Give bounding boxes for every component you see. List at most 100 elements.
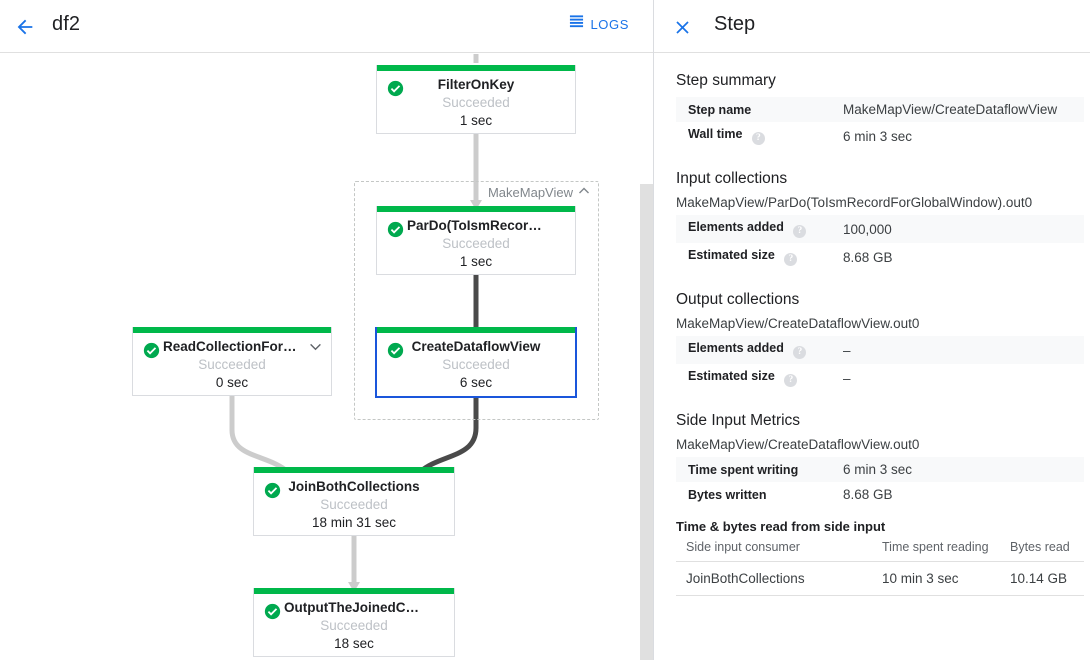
cell-side-input-consumer: JoinBothCollections xyxy=(676,561,882,596)
logs-button-label: LOGS xyxy=(590,16,629,32)
help-icon[interactable]: ? xyxy=(784,253,798,266)
chevron-down-icon[interactable] xyxy=(309,340,322,358)
spacer xyxy=(676,271,1082,291)
help-icon[interactable]: ? xyxy=(784,374,798,387)
table-row: JoinBothCollections 10 min 3 sec 10.14 G… xyxy=(676,561,1084,596)
step-panel-body: Step summary Step name MakeMapView/Creat… xyxy=(654,54,1090,660)
row-key: Elements added xyxy=(688,341,784,355)
table-row: Elements added ? 100,000 xyxy=(676,215,1084,243)
arrow-left-icon[interactable] xyxy=(8,10,42,44)
row-key: Elements added xyxy=(688,220,784,234)
step-summary-table: Step name MakeMapView/CreateDataflowView… xyxy=(676,97,1084,150)
node-status-bar xyxy=(133,327,331,333)
node-time: 6 sec xyxy=(459,375,493,390)
check-circle-icon xyxy=(387,221,404,238)
section-heading-step-summary: Step summary xyxy=(676,72,776,89)
node-time: 0 sec xyxy=(215,375,249,390)
job-graph-pane: df2 LOGS xyxy=(0,0,654,660)
node-status: Succeeded xyxy=(198,357,266,372)
side-input-metrics-table: Time spent writing 6 min 3 sec Bytes wri… xyxy=(676,457,1084,507)
section-heading-time-bytes-read: Time & bytes read from side input xyxy=(676,519,886,534)
node-status: Succeeded xyxy=(442,357,510,372)
node-time: 18 min 31 sec xyxy=(311,515,397,530)
node-time: 1 sec xyxy=(459,113,493,128)
help-icon[interactable]: ? xyxy=(793,225,807,238)
graph-node-join-both-collections[interactable]: JoinBothCollections Succeeded 18 min 31 … xyxy=(253,467,455,536)
graph-node-pardo-to-ism-record[interactable]: ParDo(ToIsmRecordFor… Succeeded 1 sec xyxy=(376,206,576,275)
check-circle-icon xyxy=(387,80,404,97)
node-body: OutputTheJoinedCollec… Succeeded 18 sec xyxy=(254,594,454,660)
graph-scrollbar-thumb[interactable] xyxy=(640,184,653,660)
group-label-text: MakeMapView xyxy=(487,185,573,200)
side-input-consumers-table: Side input consumer Time spent reading B… xyxy=(676,536,1084,596)
row-key: Bytes written xyxy=(688,487,767,502)
chevron-up-icon[interactable] xyxy=(578,185,590,200)
graph-scrollbar[interactable] xyxy=(640,54,653,660)
node-body: CreateDataflowView Succeeded 6 sec xyxy=(377,333,575,399)
output-collections-table: Elements added ? – Estimated size ? – xyxy=(676,336,1084,392)
output-collection-name: MakeMapView/CreateDataflowView.out0 xyxy=(676,316,920,331)
row-key: Time spent writing xyxy=(688,462,799,477)
graph-node-filter-on-key[interactable]: FilterOnKey Succeeded 1 sec xyxy=(376,65,576,134)
node-title: FilterOnKey xyxy=(437,77,515,92)
input-collections-table: Elements added ? 100,000 Estimated size … xyxy=(676,215,1084,271)
check-circle-icon xyxy=(264,482,281,499)
row-key: Estimated size xyxy=(688,369,775,383)
job-graph-canvas[interactable]: MakeMapView xyxy=(0,54,653,660)
node-body: ParDo(ToIsmRecordFor… Succeeded 1 sec xyxy=(377,212,575,278)
check-circle-icon xyxy=(143,342,160,359)
node-time: 1 sec xyxy=(459,254,493,269)
node-status-bar xyxy=(377,327,575,333)
row-value: MakeMapView/CreateDataflowView xyxy=(843,102,1058,117)
row-value: 6 min 3 sec xyxy=(843,128,913,144)
logs-list-icon xyxy=(569,14,584,34)
column-header-bytes-read: Bytes read xyxy=(1010,536,1084,562)
cell-bytes-read: 10.14 GB xyxy=(1010,561,1084,596)
group-box-makemapview[interactable]: MakeMapView xyxy=(354,181,599,420)
node-status-bar xyxy=(254,588,454,594)
node-title: ParDo(ToIsmRecordFor… xyxy=(407,218,572,233)
node-body: FilterOnKey Succeeded 1 sec xyxy=(377,71,575,137)
help-icon[interactable]: ? xyxy=(793,346,807,359)
graph-node-output-the-joined-collection[interactable]: OutputTheJoinedCollec… Succeeded 18 sec xyxy=(253,588,455,657)
step-details-pane: Step Step summary Step name MakeMapView/… xyxy=(654,0,1090,660)
node-title: CreateDataflowView xyxy=(411,339,541,354)
row-value: 6 min 3 sec xyxy=(843,462,913,477)
node-status: Succeeded xyxy=(320,497,388,512)
graph-node-create-dataflow-view[interactable]: CreateDataflowView Succeeded 6 sec xyxy=(375,327,577,398)
input-collection-name: MakeMapView/ParDo(ToIsmRecordForGlobalWi… xyxy=(676,195,1033,210)
step-panel-header: Step xyxy=(654,0,1090,53)
row-value: – xyxy=(843,342,851,358)
node-status-bar xyxy=(377,206,575,212)
group-label-makemapview[interactable]: MakeMapView xyxy=(488,185,590,200)
node-status-bar xyxy=(377,65,575,71)
node-status: Succeeded xyxy=(442,236,510,251)
section-heading-output-collections: Output collections xyxy=(676,291,800,308)
node-body: JoinBothCollections Succeeded 18 min 31 … xyxy=(254,473,454,539)
table-row: Bytes written 8.68 GB xyxy=(676,482,1084,507)
check-circle-icon xyxy=(387,342,404,359)
table-row: Wall time ? 6 min 3 sec xyxy=(676,122,1084,150)
node-status-bar xyxy=(254,467,454,473)
column-header-side-input-consumer: Side input consumer xyxy=(676,536,882,562)
row-key: Step name xyxy=(688,102,752,117)
close-icon[interactable] xyxy=(666,11,698,43)
table-header-row: Side input consumer Time spent reading B… xyxy=(676,536,1084,562)
logs-button[interactable]: LOGS xyxy=(569,14,629,34)
table-row: Elements added ? – xyxy=(676,336,1084,364)
row-value: – xyxy=(843,370,851,386)
job-header: df2 LOGS xyxy=(0,0,653,53)
spacer xyxy=(676,392,1082,412)
table-row: Estimated size ? – xyxy=(676,364,1084,392)
graph-node-read-collection-for-join[interactable]: ReadCollectionForJoin Succeeded 0 sec xyxy=(132,327,332,396)
node-title: ReadCollectionForJoin xyxy=(163,339,311,354)
help-icon[interactable]: ? xyxy=(751,132,765,145)
node-time: 18 sec xyxy=(334,636,374,651)
node-title: OutputTheJoinedCollec… xyxy=(284,600,450,615)
table-row: Step name MakeMapView/CreateDataflowView xyxy=(676,97,1084,122)
column-header-time-spent-reading: Time spent reading xyxy=(882,536,1010,562)
page-title: df2 xyxy=(52,13,81,35)
row-key: Estimated size xyxy=(688,248,775,262)
node-status: Succeeded xyxy=(320,618,388,633)
